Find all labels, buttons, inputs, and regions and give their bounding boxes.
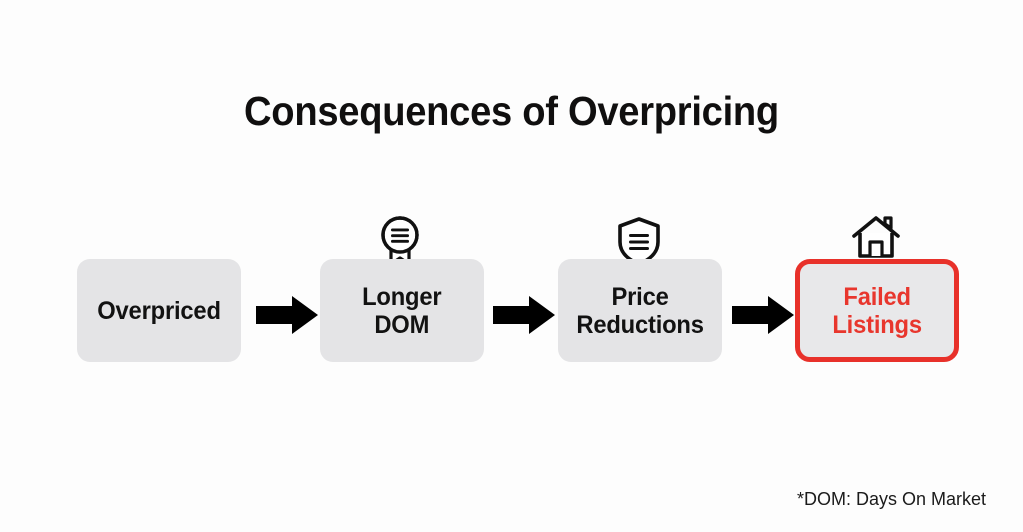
flow-step-failed-listings[interactable]: Failed Listings bbox=[795, 259, 959, 362]
flow-step-label-line1: Failed bbox=[843, 282, 911, 311]
flow-step-price-reductions[interactable]: Price Reductions bbox=[558, 259, 722, 362]
flow-step-longer-dom[interactable]: Longer DOM bbox=[320, 259, 484, 362]
flow-step-label-line2: DOM bbox=[374, 310, 430, 339]
footnote-text: *DOM: Days On Market bbox=[796, 489, 986, 509]
page-title: Consequences of Overpricing bbox=[244, 88, 779, 134]
flow-step-label-line1: Overpriced bbox=[97, 296, 221, 325]
flow-step-label: Longer DOM bbox=[362, 282, 442, 339]
flow-step-label: Failed Listings bbox=[832, 283, 922, 339]
process-flow-diagram: Overpriced Longer DOM bbox=[0, 190, 1023, 380]
house-icon bbox=[851, 212, 900, 264]
right-arrow-icon bbox=[256, 296, 318, 334]
flow-step-label-line1: Price bbox=[611, 282, 669, 311]
flow-step-label: Price Reductions bbox=[576, 282, 704, 339]
shield-icon bbox=[615, 216, 663, 268]
flow-step-label-line2: Listings bbox=[832, 310, 922, 339]
flow-step-label-line1: Longer bbox=[362, 282, 442, 311]
flow-step-label-line2: Reductions bbox=[576, 310, 704, 339]
right-arrow-icon bbox=[732, 296, 794, 334]
right-arrow-icon bbox=[493, 296, 555, 334]
flow-step-overpriced[interactable]: Overpriced bbox=[77, 259, 241, 362]
flow-step-label: Overpriced bbox=[97, 297, 221, 325]
